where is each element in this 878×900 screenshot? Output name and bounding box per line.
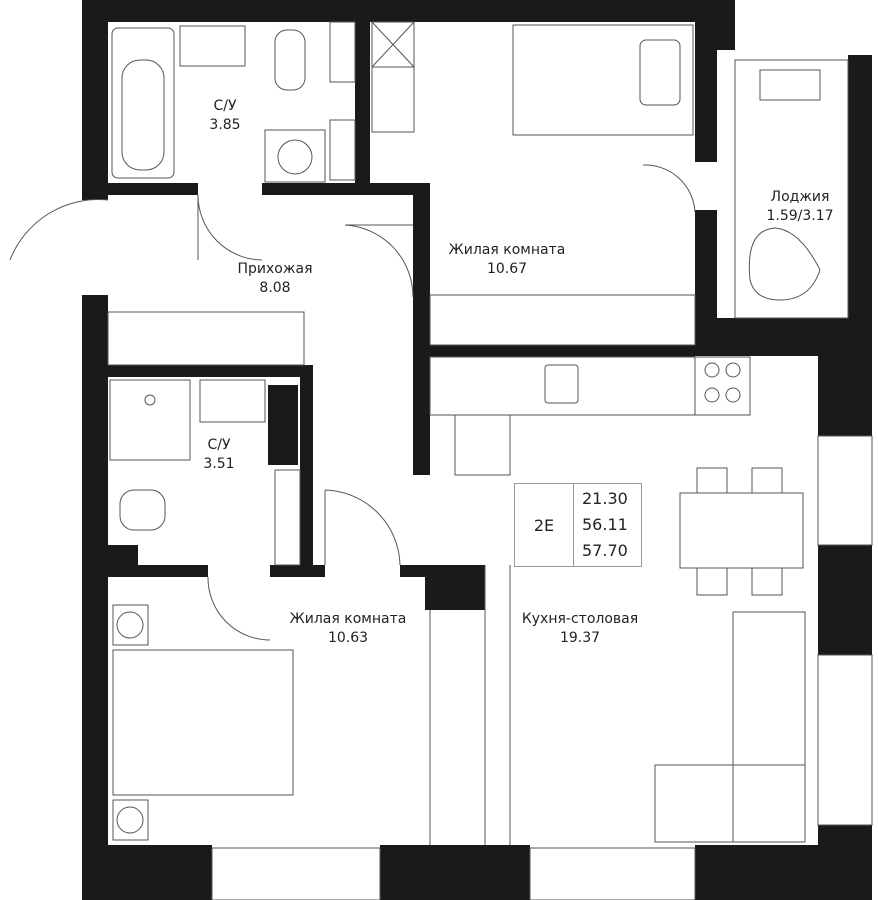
room-area: 1.59/3.17 [766,208,834,224]
furniture-and-fixtures [9,21,873,900]
room-area: 10.67 [486,261,528,277]
room-area: 19.37 [559,630,601,646]
room-label-kitchen: Кухня-столовая 19.37 [522,610,638,648]
room-name: С/У [213,98,237,114]
total-area: 56.11 [582,515,628,534]
walls [82,0,872,900]
room-area: 8.08 [259,280,291,296]
room-area: 3.85 [209,117,241,133]
room-area: 3.51 [203,456,235,472]
room-name: Кухня-столовая [521,611,639,627]
room-label-bedroom-2: Жилая комната 10.63 [290,610,407,648]
apartment-summary: 2E 21.30 56.11 57.70 [514,483,642,567]
room-label-bedroom-1: Жилая комната 10.67 [449,241,566,279]
room-label-bathroom-2: С/У 3.51 [203,436,234,474]
room-name: С/У [207,437,231,453]
room-area: 10.63 [327,630,369,646]
room-label-bathroom-1: С/У 3.85 [209,97,240,135]
room-name: Жилая комната [448,242,566,258]
apartment-code: 2E [515,484,574,566]
room-label-hallway: Прихожая 8.08 [238,260,313,298]
room-name: Жилая комната [289,611,407,627]
room-name: Лоджия [770,189,830,205]
living-area: 21.30 [582,489,628,508]
total-area-with-loggia: 57.70 [582,541,628,560]
room-name: Прихожая [237,261,313,277]
room-label-loggia: Лоджия 1.59/3.17 [766,188,833,226]
